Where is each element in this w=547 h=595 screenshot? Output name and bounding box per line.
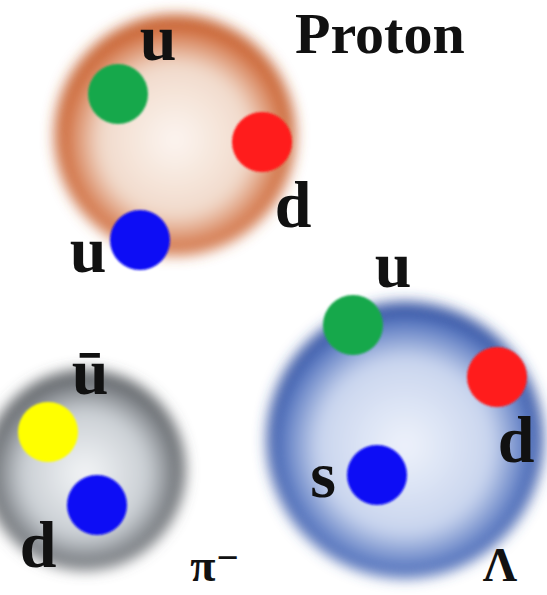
particle-name: π⁻ <box>190 543 239 589</box>
hadron-node: π⁻ūd <box>0 346 209 594</box>
quark-node: u <box>106 206 174 274</box>
quark-dot <box>63 471 131 539</box>
quark-colour-dot <box>18 402 78 462</box>
quark-node: d <box>63 471 131 539</box>
quark-label: ū <box>72 339 109 405</box>
quark-label: d <box>20 512 57 578</box>
quark-colour-dot <box>88 64 148 124</box>
quark-colour-dot <box>467 347 527 407</box>
quark-node: d <box>228 108 296 176</box>
hadron-node: Protonudu <box>31 0 319 279</box>
quark-dot <box>228 108 296 176</box>
quark-node: ū <box>14 398 82 466</box>
quark-dot <box>106 206 174 274</box>
quark-dot <box>463 343 531 411</box>
quark-colour-dot <box>67 475 127 535</box>
quark-colour-dot <box>110 210 170 270</box>
quark-node: u <box>319 291 387 359</box>
particle-name: Λ <box>483 541 517 589</box>
quark-label: d <box>498 407 535 473</box>
quark-colour-dot <box>347 445 407 505</box>
quark-dot <box>343 441 411 509</box>
hadron-body <box>267 302 543 578</box>
quark-dot <box>14 398 82 466</box>
quark-dot <box>319 291 387 359</box>
quark-label: u <box>70 217 107 283</box>
quark-node: d <box>463 343 531 411</box>
hadron-node: Λuds <box>243 278 547 595</box>
quark-label: d <box>275 172 312 238</box>
quark-label: u <box>140 5 177 71</box>
quark-colour-dot <box>323 295 383 355</box>
particle-name: Proton <box>295 5 465 63</box>
quark-node: u <box>84 60 152 128</box>
quark-label: u <box>375 232 412 298</box>
quark-node: s <box>343 441 411 509</box>
quark-label: s <box>310 442 336 508</box>
quark-colour-dot <box>232 112 292 172</box>
